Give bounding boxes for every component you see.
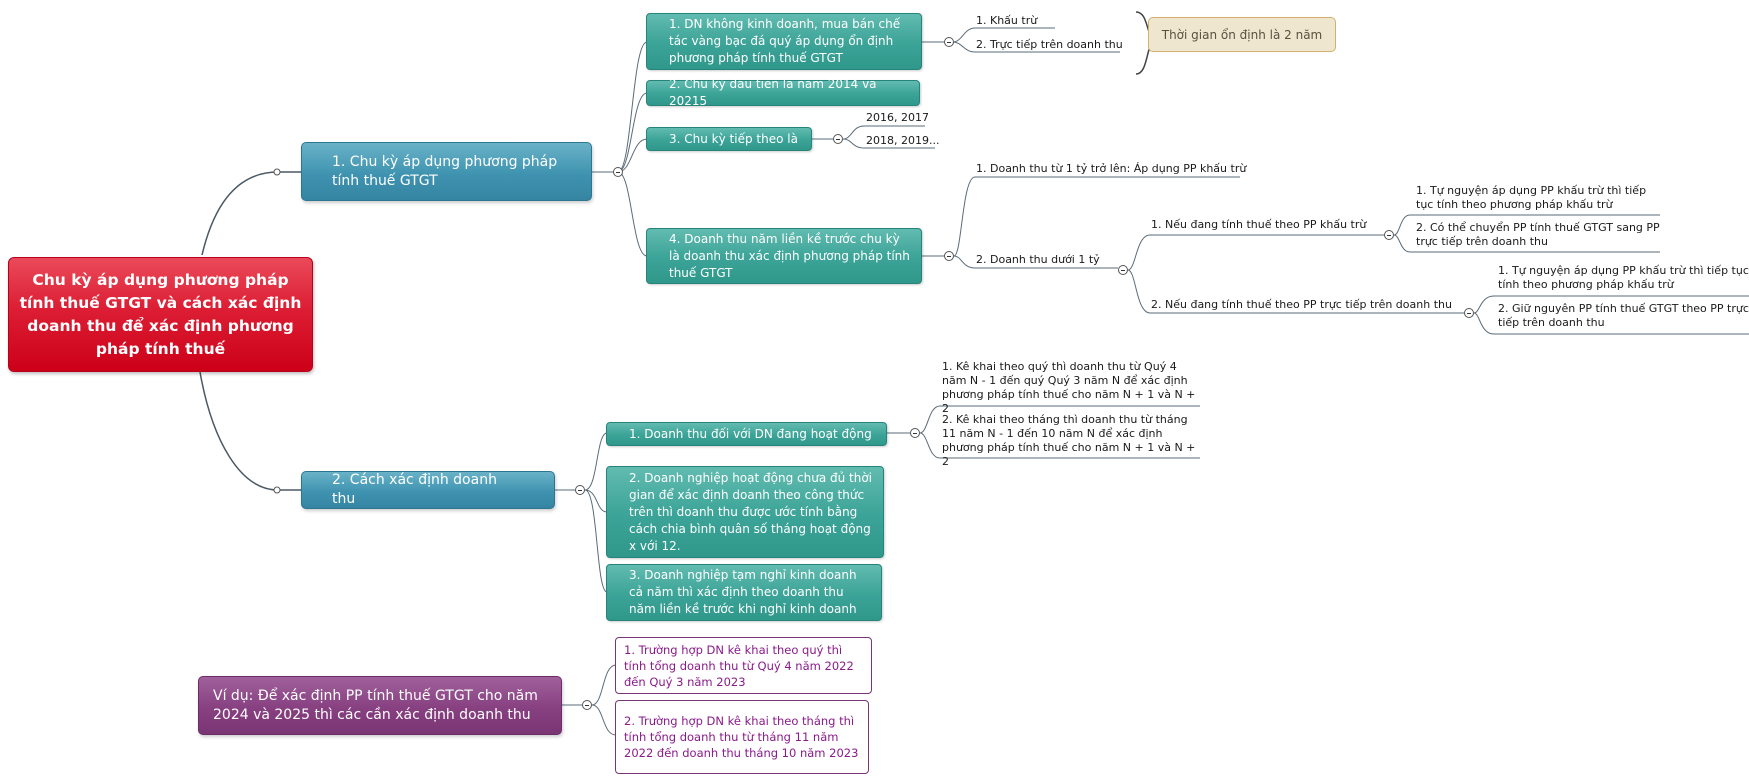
case-deduction-continue[interactable]: 1. Tự nguyện áp dụng PP khấu trừ thì tiế… xyxy=(1416,184,1647,211)
revenue-under-1-billion[interactable]: 2. Doanh thu dưới 1 tỷ xyxy=(976,253,1100,266)
cycle-topic-stable-method-label: 1. DN không kinh doanh, mua bán chế tác … xyxy=(669,17,901,65)
root-topic-label: Chu kỳ áp dụng phương pháp tính thuế GTG… xyxy=(19,270,302,358)
example-monthly[interactable]: 2. Trường hợp DN kê khai theo tháng thì … xyxy=(615,700,869,774)
next-cycle-2018-2019[interactable]: 2018, 2019... xyxy=(866,134,940,147)
case-direct-voluntary[interactable]: 1. Tự nguyện áp dụng PP khấu trừ thì tiế… xyxy=(1498,264,1749,291)
revenue-topic-suspended-label: 3. Doanh nghiệp tạm nghỉ kinh doanh cả n… xyxy=(629,568,857,616)
collapse-toggle[interactable] xyxy=(1384,230,1394,240)
branch-revenue[interactable]: 2. Cách xác định doanh thu xyxy=(301,471,555,509)
collapse-toggle[interactable] xyxy=(944,37,954,47)
collapse-toggle[interactable] xyxy=(1464,308,1474,318)
collapse-toggle[interactable] xyxy=(944,251,954,261)
cycle-topic-next-cycle[interactable]: 3. Chu kỳ tiếp theo là xyxy=(646,127,812,151)
collapse-toggle[interactable] xyxy=(575,485,585,495)
option-deduction[interactable]: 1. Khấu trừ xyxy=(976,14,1038,27)
collapse-toggle[interactable] xyxy=(910,428,920,438)
collapse-toggle[interactable] xyxy=(582,700,592,710)
revenue-topic-active-label: 1. Doanh thu đối với DN đang hoạt động xyxy=(629,426,872,441)
revenue-over-1-billion[interactable]: 1. Doanh thu từ 1 tỷ trở lên: Áp dụng PP… xyxy=(976,162,1247,175)
cycle-topic-first-cycle[interactable]: 2. Chu kỳ đầu tiên là năm 2014 và 20215 xyxy=(646,77,920,108)
case-deduction-method[interactable]: 1. Nếu đang tính thuế theo PP khấu trừ xyxy=(1151,218,1367,231)
example-quarterly[interactable]: 1. Trường hợp DN kê khai theo quý thì tí… xyxy=(615,637,872,694)
cycle-topic-stable-method[interactable]: 1. DN không kinh doanh, mua bán chế tác … xyxy=(646,13,922,70)
case-direct-keep[interactable]: 2. Giữ nguyên PP tính thuế GTGT theo PP … xyxy=(1498,302,1749,329)
revenue-topic-insufficient-time-label: 2. Doanh nghiệp hoạt động chưa đủ thời g… xyxy=(629,470,873,553)
quarterly-declaration-rule[interactable]: 1. Kê khai theo quý thì doanh thu từ Quý… xyxy=(942,360,1196,415)
case-direct-method[interactable]: 2. Nếu đang tính thuế theo PP trực tiếp … xyxy=(1151,298,1452,311)
example-monthly-label: 2. Trường hợp DN kê khai theo tháng thì … xyxy=(624,714,859,760)
revenue-topic-active[interactable]: 1. Doanh thu đối với DN đang hoạt động xyxy=(606,422,887,446)
branch-cycle-label: 1. Chu kỳ áp dụng phương pháp tính thuế … xyxy=(332,153,558,189)
stable-period-note[interactable]: Thời gian ổn định là 2 năm xyxy=(1148,17,1336,52)
next-cycle-2016-2017[interactable]: 2016, 2017 xyxy=(866,111,929,124)
root-topic[interactable]: Chu kỳ áp dụng phương pháp tính thuế GTG… xyxy=(8,257,313,372)
revenue-topic-insufficient-time[interactable]: 2. Doanh nghiệp hoạt động chưa đủ thời g… xyxy=(606,466,884,558)
collapse-toggle[interactable] xyxy=(1118,265,1128,275)
revenue-topic-suspended[interactable]: 3. Doanh nghiệp tạm nghỉ kinh doanh cả n… xyxy=(606,564,882,621)
example-topic[interactable]: Ví dụ: Để xác định PP tính thuế GTGT cho… xyxy=(198,676,562,735)
branch-cycle[interactable]: 1. Chu kỳ áp dụng phương pháp tính thuế … xyxy=(301,142,592,201)
option-direct-revenue[interactable]: 2. Trực tiếp trên doanh thu xyxy=(976,38,1123,51)
cycle-topic-first-cycle-label: 2. Chu kỳ đầu tiên là năm 2014 và 20215 xyxy=(669,77,877,108)
branch-revenue-label: 2. Cách xác định doanh thu xyxy=(332,472,497,507)
stable-period-note-label: Thời gian ổn định là 2 năm xyxy=(1161,27,1323,42)
example-quarterly-label: 1. Trường hợp DN kê khai theo quý thì tí… xyxy=(624,642,854,689)
cycle-topic-prior-year-revenue[interactable]: 4. Doanh thu năm liền kề trước chu kỳ là… xyxy=(646,228,922,284)
case-deduction-switch[interactable]: 2. Có thể chuyển PP tính thuế GTGT sang … xyxy=(1416,221,1660,248)
monthly-declaration-rule[interactable]: 2. Kê khai theo tháng thì doanh thu từ t… xyxy=(942,413,1196,468)
cycle-topic-next-cycle-label: 3. Chu kỳ tiếp theo là xyxy=(669,131,798,146)
collapse-toggle[interactable] xyxy=(833,134,843,144)
example-topic-label: Ví dụ: Để xác định PP tính thuế GTGT cho… xyxy=(213,687,538,723)
cycle-topic-prior-year-revenue-label: 4. Doanh thu năm liền kề trước chu kỳ là… xyxy=(669,231,910,280)
collapse-toggle[interactable] xyxy=(613,167,623,177)
